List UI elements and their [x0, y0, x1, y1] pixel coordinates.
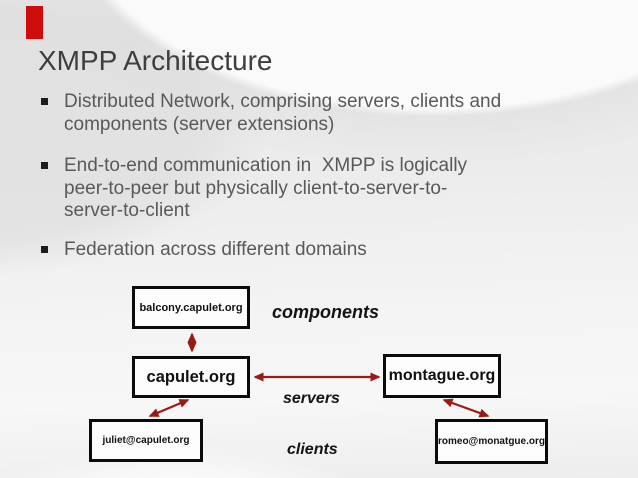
client-server-arrow-right [442, 398, 490, 418]
slide-title: XMPP Architecture [38, 45, 273, 76]
bullet-square-icon [41, 245, 48, 253]
node-label: romeo@monatgue.org [438, 436, 545, 447]
node-label: capulet.org [146, 367, 236, 386]
tier-label-clients: clients [287, 441, 338, 458]
client-server-arrow-left [148, 398, 190, 418]
node-label: montague.org [388, 367, 496, 384]
tier-label-servers: servers [283, 390, 340, 407]
node-label: juliet@capulet.org [102, 435, 190, 446]
node-balcony-capulet-org: balcony.capulet.org [132, 286, 250, 329]
node-juliet-capulet-org: juliet@capulet.org [89, 419, 203, 462]
node-label: balcony.capulet.org [139, 301, 243, 314]
bullet-text: Federation across different domains [64, 238, 367, 260]
bullet-square-icon [41, 98, 48, 105]
bullet-list: Distributed Network, comprising servers,… [40, 91, 620, 261]
bullet-text: Distributed Network, comprising servers,… [64, 91, 502, 135]
node-romeo-monatgue-org: romeo@monatgue.org [435, 419, 548, 464]
node-capulet-org: capulet.org [132, 356, 250, 398]
node-montague-org: montague.org [383, 354, 501, 398]
bullet-item: Federation across different domains [40, 239, 620, 262]
tier-label-components: components [272, 302, 380, 322]
bullet-text: End-to-end communication in XMPP is logi… [64, 155, 468, 221]
bullet-item: End-to-end communication in XMPP is logi… [40, 155, 620, 223]
bullet-square-icon [41, 162, 48, 169]
bullet-item: Distributed Network, comprising servers,… [40, 91, 620, 136]
red-accent-bar [26, 6, 43, 39]
